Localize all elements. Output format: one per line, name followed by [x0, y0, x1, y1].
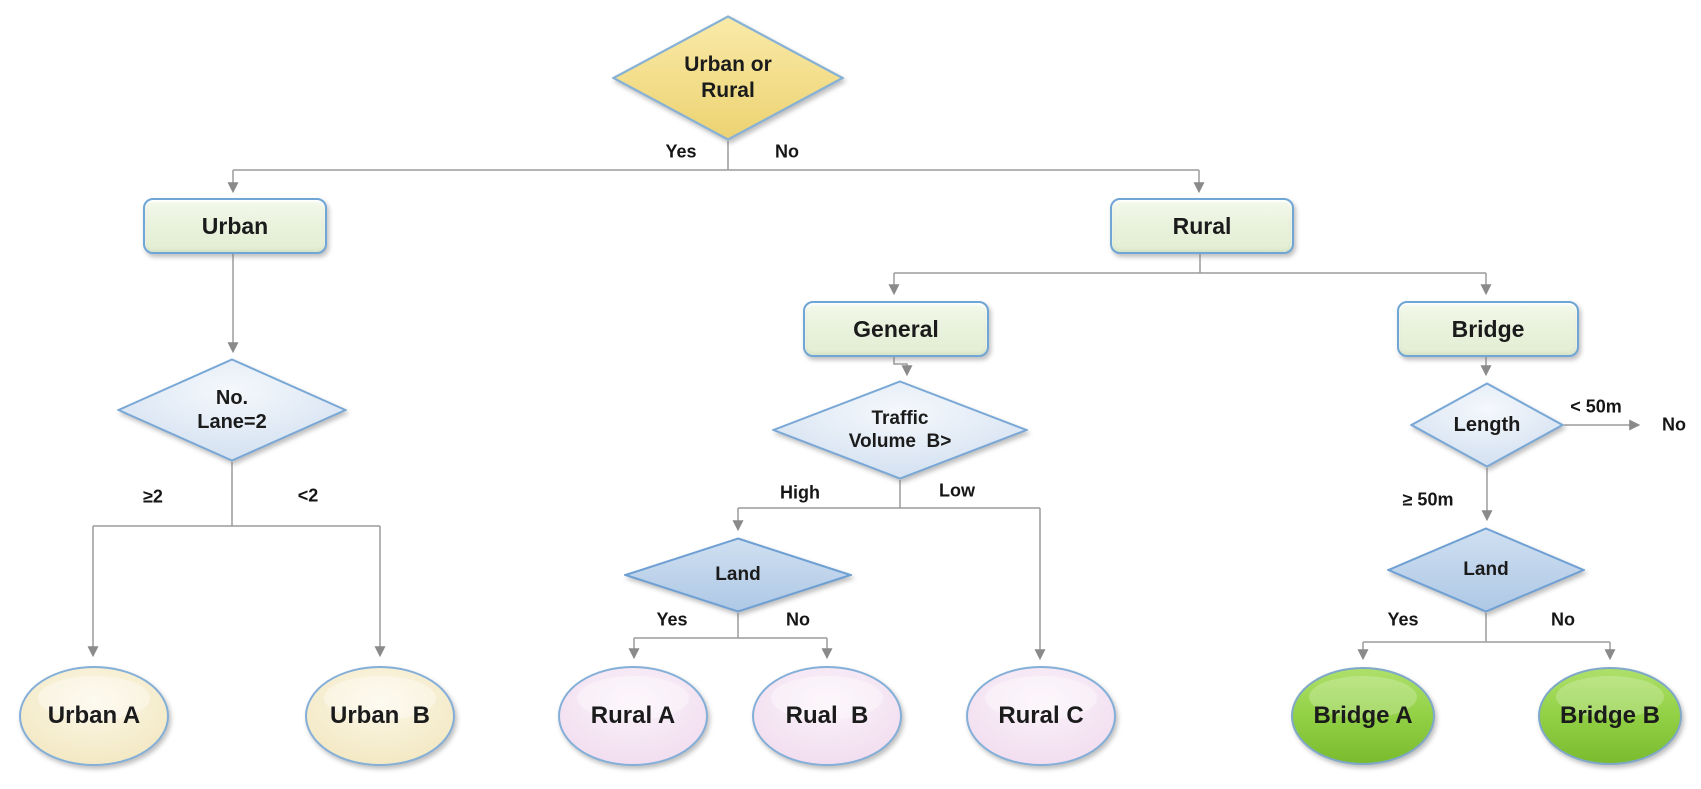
edge-land-mid-split [634, 613, 827, 639]
node-label: Bridge [1451, 315, 1525, 342]
edge-root-stem [233, 141, 1199, 171]
diamond-shape [772, 380, 1028, 480]
decision-land-bridge: Land [1387, 527, 1585, 613]
diamond-shape [1410, 382, 1564, 468]
edge-label-ge2: ≥2 [143, 486, 163, 507]
node-label: Traffic Volume B> [848, 407, 952, 452]
diamond-shape [1387, 527, 1585, 613]
diamond-shape [624, 537, 852, 613]
terminal-rual-b: Rual B [751, 665, 903, 767]
diamond-shape [612, 15, 844, 141]
node-label: No. Lane=2 [197, 386, 267, 433]
edge-label-lt2: <2 [297, 485, 319, 506]
ellipse-shape [305, 666, 455, 766]
decision-traffic-volume: Traffic Volume B> [772, 380, 1028, 480]
edge-traffic-split [738, 480, 1040, 509]
edge-label-root-no: No [775, 141, 799, 162]
decision-length: Length [1410, 382, 1564, 468]
edge-label-root-yes: Yes [665, 141, 697, 162]
ellipse-shape [19, 666, 169, 766]
edge-lane-split [93, 462, 380, 527]
terminal-bridge-b: Bridge B [1537, 666, 1683, 766]
terminal-urban-b: Urban B [304, 665, 456, 767]
edge-label-lt50m: < 50m [1570, 396, 1622, 417]
edge-label-bridge-yes: Yes [1387, 609, 1419, 630]
terminal-urban-a: Urban A [18, 665, 170, 767]
node-label: Bridge B [1559, 702, 1660, 730]
edge-land-bridge-split [1363, 613, 1610, 643]
ellipse-shape [752, 666, 902, 766]
process-rural: Rural [1110, 198, 1294, 254]
process-bridge: Bridge [1397, 301, 1579, 357]
node-label: Rual B [785, 702, 869, 730]
node-label: Land [715, 564, 761, 586]
edge-label-high: High [780, 482, 820, 503]
node-label: Bridge A [1313, 702, 1413, 730]
node-label: Rural C [998, 702, 1084, 730]
edge-label-low: Low [939, 480, 975, 501]
process-general: General [803, 301, 989, 357]
edge-general-to-traffic [893, 353, 913, 377]
terminal-rural-c: Rural C [965, 665, 1117, 767]
ellipse-shape [1538, 667, 1682, 765]
ellipse-shape [1291, 667, 1435, 765]
process-urban: Urban [143, 198, 327, 254]
edge-label-ge50m: ≥ 50m [1402, 489, 1454, 510]
terminal-bridge-a: Bridge A [1290, 666, 1436, 766]
edge-label-length-no: No [1662, 414, 1686, 435]
node-label: Land [1463, 559, 1509, 581]
node-label: Rural [1172, 212, 1232, 239]
node-label: Urban [201, 212, 269, 239]
node-label: General [853, 315, 939, 342]
edge-label-bridge-no: No [1551, 609, 1575, 630]
node-label: Urban B [329, 702, 430, 730]
terminal-rural-a: Rural A [557, 665, 709, 767]
edge-label-land-no: No [786, 609, 810, 630]
decision-urban-or-rural: Urban or Rural [612, 15, 844, 141]
ellipse-shape [966, 666, 1116, 766]
edge-label-land-yes: Yes [656, 609, 688, 630]
decision-no-lane: No. Lane=2 [117, 358, 347, 462]
node-label: Urban A [47, 702, 141, 730]
ellipse-shape [558, 666, 708, 766]
node-label: Urban or Rural [684, 53, 772, 102]
node-label: Rural A [590, 702, 676, 730]
decision-land-general: Land [624, 537, 852, 613]
diamond-shape [117, 358, 347, 462]
node-label: Length [1453, 413, 1521, 436]
